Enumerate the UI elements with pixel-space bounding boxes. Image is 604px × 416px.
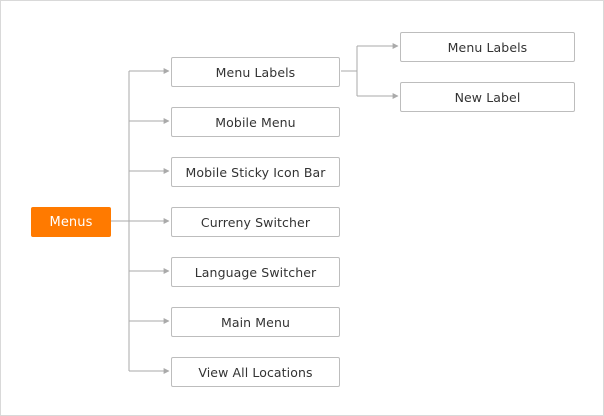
node-language-switcher: Language Switcher: [171, 257, 340, 287]
root-node-menus: Menus: [31, 207, 111, 237]
node-main-menu: Main Menu: [171, 307, 340, 337]
subnode-new-label: New Label: [400, 82, 575, 112]
node-menu-labels: Menu Labels: [171, 57, 340, 87]
node-view-all-locations: View All Locations: [171, 357, 340, 387]
node-currency-switcher: Curreny Switcher: [171, 207, 340, 237]
node-mobile-menu: Mobile Menu: [171, 107, 340, 137]
node-mobile-sticky-icon-bar: Mobile Sticky Icon Bar: [171, 157, 340, 187]
subnode-menu-labels: Menu Labels: [400, 32, 575, 62]
